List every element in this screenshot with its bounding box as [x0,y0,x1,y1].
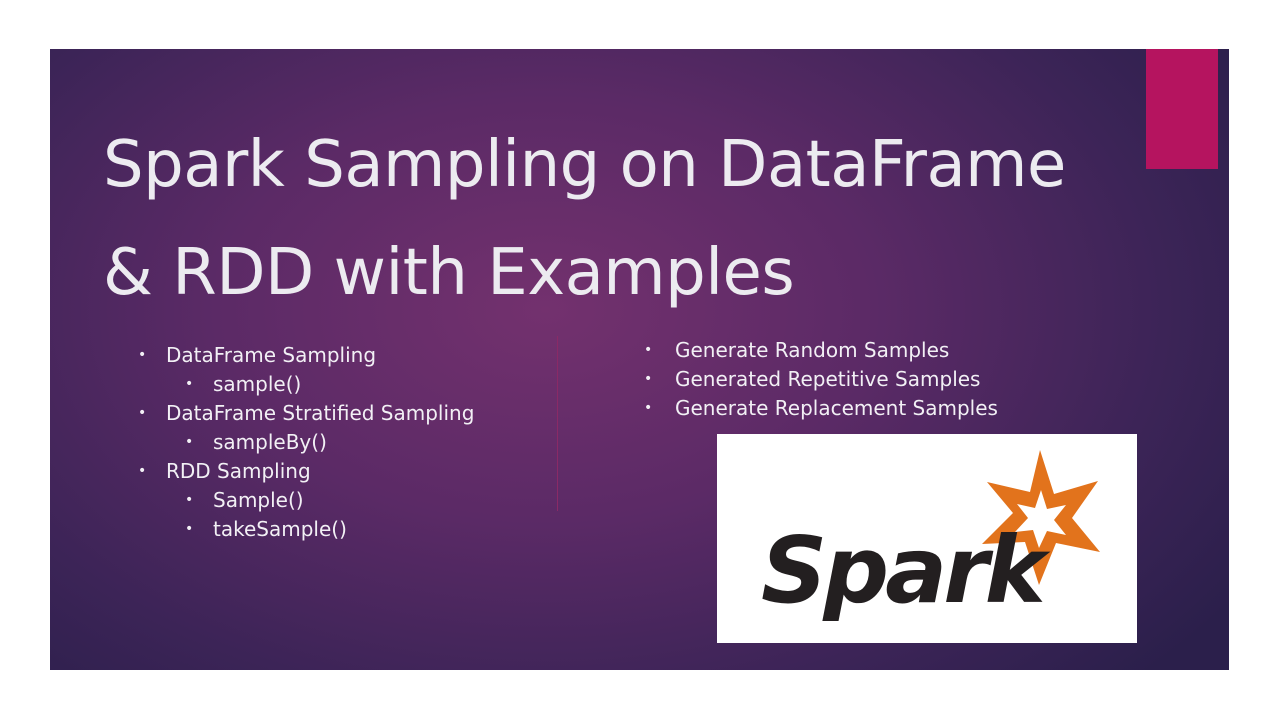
list-item-label: DataFrame Sampling [166,343,377,367]
list-item: • DataFrame Sampling [138,341,474,370]
right-bullet-list: • Generate Random Samples • Generated Repe… [644,336,998,423]
bullet-icon: • [138,347,147,363]
bullet-icon: • [185,434,194,450]
list-item: • Generate Replacement Samples [644,394,998,423]
spark-wordmark: Spark [761,517,1051,624]
list-item-label: takeSample() [213,517,347,541]
bullet-icon: • [644,400,653,416]
bullet-icon: • [138,463,147,479]
list-item-label: sample() [213,372,302,396]
title-line-2: & RDD with Examples [103,236,795,310]
accent-tab [1146,49,1218,169]
list-item: • RDD Sampling [138,457,474,486]
list-item-label: RDD Sampling [166,459,311,483]
list-item: • takeSample() [138,515,474,544]
list-item-label: sampleBy() [213,430,327,454]
column-divider [557,336,558,511]
list-item-label: Generate Replacement Samples [675,396,998,420]
list-item: • sample() [138,370,474,399]
list-item: • DataFrame Stratified Sampling [138,399,474,428]
bullet-icon: • [644,371,653,387]
list-item: • Generate Random Samples [644,336,998,365]
list-item: • Sample() [138,486,474,515]
slide-title: Spark Sampling on DataFrame & RDD with E… [103,111,1203,327]
list-item-label: Sample() [213,488,304,512]
list-item-label: DataFrame Stratified Sampling [166,401,475,425]
list-item-label: Generated Repetitive Samples [675,367,981,391]
bullet-icon: • [185,376,194,392]
left-bullet-list: • DataFrame Sampling • sample() • DataFrame… [138,341,474,544]
slide-canvas: Spark Sampling on DataFrame & RDD with E… [50,49,1229,670]
spark-star-icon [982,450,1100,585]
bullet-icon: • [185,521,194,537]
bullet-icon: • [138,405,147,421]
spark-logo-graphic: Spark [761,450,1100,624]
bullet-icon: • [185,492,194,508]
title-line-1: Spark Sampling on DataFrame [103,128,1066,202]
list-item: • sampleBy() [138,428,474,457]
list-item: • Generated Repetitive Samples [644,365,998,394]
list-item-label: Generate Random Samples [675,338,950,362]
bullet-icon: • [644,342,653,358]
spark-logo: Spark [717,434,1137,643]
